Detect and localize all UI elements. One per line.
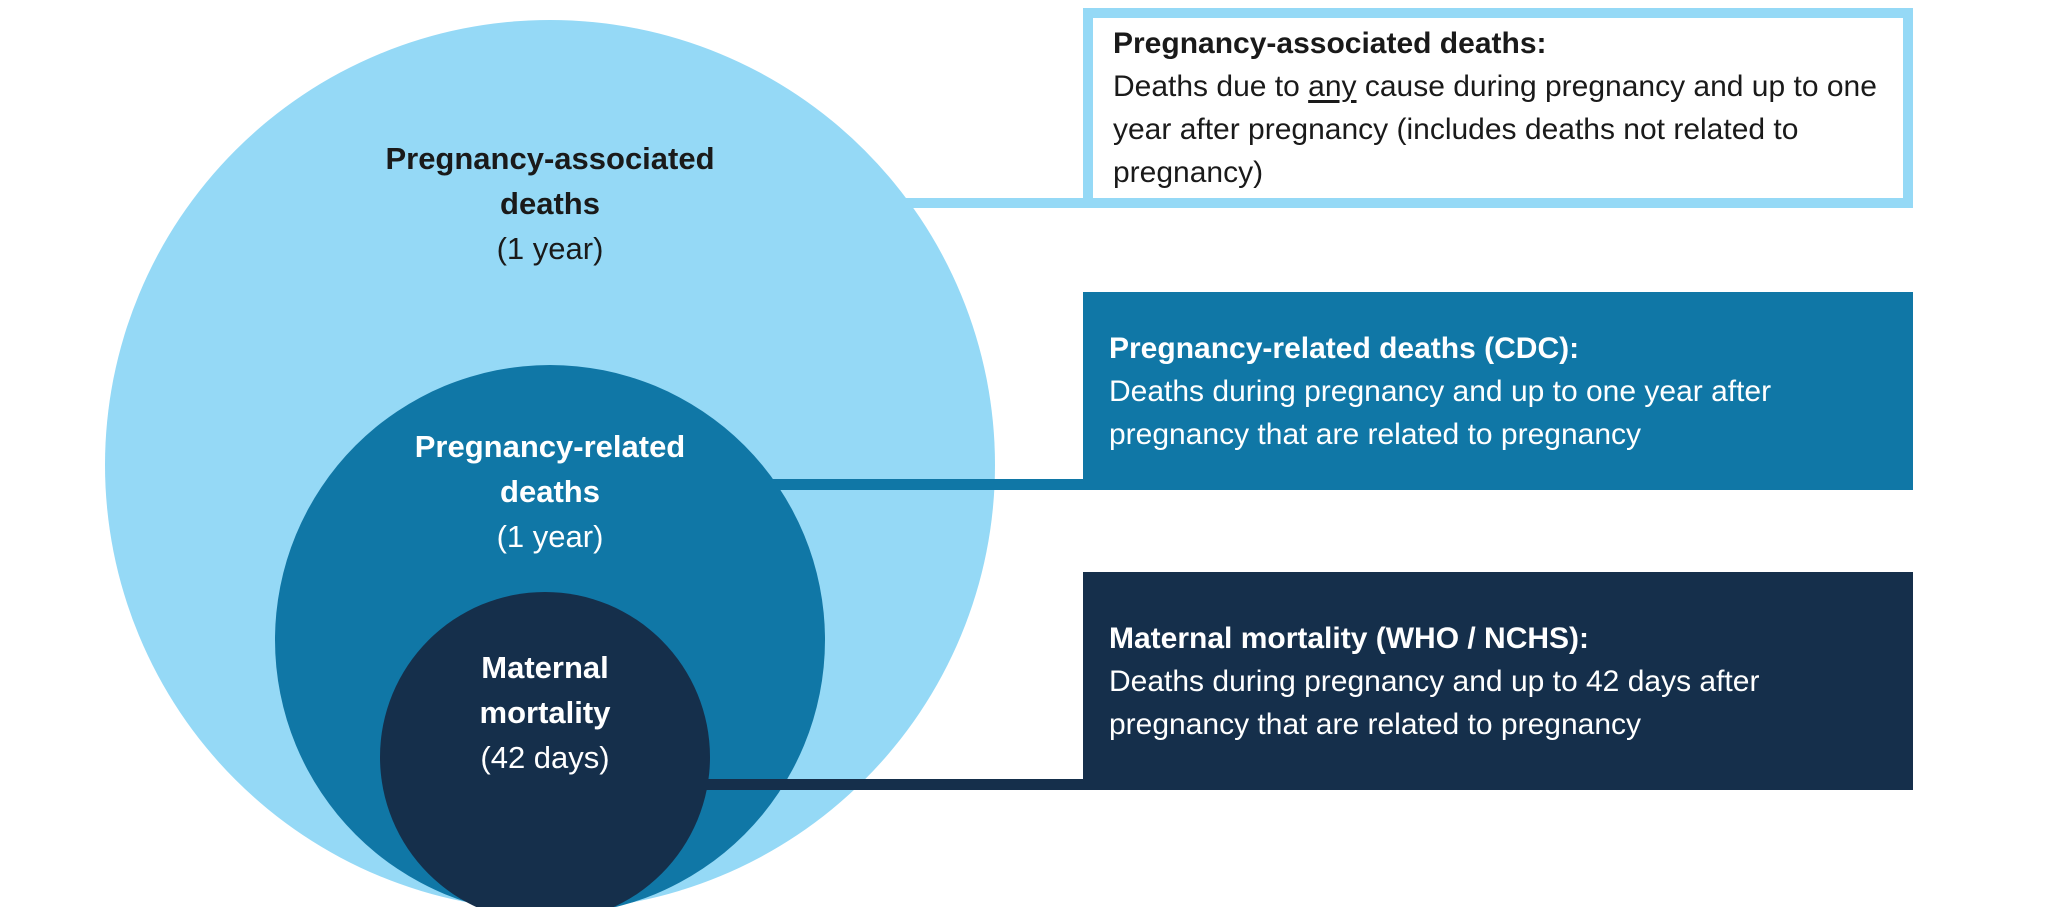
connector-line-pregnancy-related bbox=[770, 479, 1091, 490]
legend-box-body: Deaths due to any cause during pregnancy… bbox=[1113, 65, 1883, 194]
body-text-pre: Deaths due to bbox=[1113, 70, 1309, 103]
legend-box-maternal-mortality: Maternal mortality (WHO / NCHS): Deaths … bbox=[1083, 572, 1913, 790]
body-text-underlined: any bbox=[1308, 70, 1357, 103]
circle-label-line1: Pregnancy-related bbox=[414, 429, 686, 464]
circle-label-line1: Pregnancy-associated bbox=[385, 141, 715, 176]
legend-box-pregnancy-related: Pregnancy-related deaths (CDC): Deaths d… bbox=[1083, 292, 1913, 490]
circle-label-line2: mortality bbox=[479, 695, 611, 730]
legend-box-title: Maternal mortality (WHO / NCHS): bbox=[1109, 621, 1590, 655]
circle-label-maternal-mortality: Maternal mortality (42 days) bbox=[345, 645, 745, 780]
body-text-post: cause during pregnancy and up to one yea… bbox=[1113, 70, 1877, 189]
circle-label-line1: Maternal bbox=[481, 650, 609, 685]
connector-line-pregnancy-associated bbox=[895, 198, 1091, 208]
legend-box-body: Deaths during pregnancy and up to one ye… bbox=[1109, 374, 1772, 451]
circle-label-line2: deaths bbox=[500, 474, 600, 509]
circle-label-pregnancy-associated: Pregnancy-associated deaths (1 year) bbox=[300, 136, 800, 271]
legend-box-title: Pregnancy-related deaths (CDC): bbox=[1109, 331, 1580, 365]
circle-label-line2: deaths bbox=[500, 186, 600, 221]
circle-sublabel: (42 days) bbox=[480, 740, 610, 775]
legend-box-pregnancy-associated: Pregnancy-associated deaths: Deaths due … bbox=[1083, 8, 1913, 208]
legend-box-body: Deaths during pregnancy and up to 42 day… bbox=[1109, 664, 1760, 741]
circle-maternal-mortality bbox=[380, 592, 710, 907]
circle-sublabel: (1 year) bbox=[496, 519, 604, 554]
circle-label-pregnancy-related: Pregnancy-related deaths (1 year) bbox=[300, 424, 800, 559]
legend-box-title: Pregnancy-associated deaths: bbox=[1113, 27, 1547, 60]
circle-sublabel: (1 year) bbox=[496, 231, 604, 266]
connector-line-maternal-mortality bbox=[695, 779, 1091, 790]
